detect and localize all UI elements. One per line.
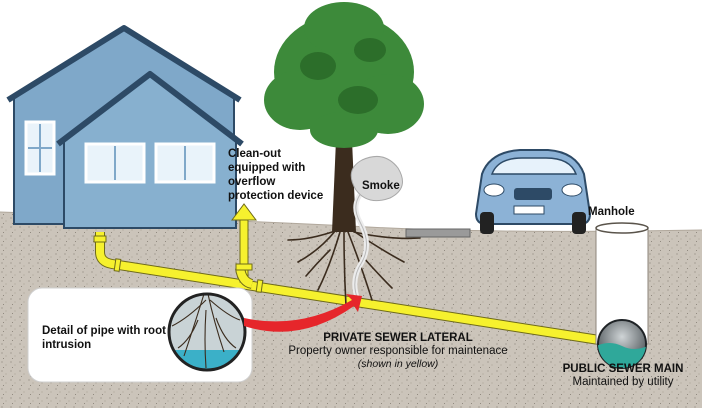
manhole — [595, 222, 649, 345]
curb-block — [405, 228, 471, 238]
lateral-description: Property owner responsible for maintenac… — [288, 345, 508, 357]
lateral-title: PRIVATE SEWER LATERAL — [323, 332, 473, 344]
cleanout-label: Clean-out equipped with overflow protect… — [228, 148, 324, 202]
detail-callout — [27, 287, 253, 383]
pipe-detail-magnifier — [167, 292, 247, 372]
callout-arrow — [244, 294, 362, 332]
sewer-main-label: PUBLIC SEWER MAIN Maintained by utility — [548, 363, 698, 389]
public-sewer-main — [597, 319, 647, 369]
lateral-note: (shown in yellow) — [357, 358, 439, 370]
private-sewer-lateral-pipe — [93, 232, 613, 347]
smoke-plume — [350, 155, 403, 303]
lateral-label: PRIVATE SEWER LATERAL Property owner res… — [268, 332, 528, 371]
smoke-label: Smoke — [362, 180, 400, 192]
sewer-main-title: PUBLIC SEWER MAIN — [562, 363, 684, 375]
manhole-label: Manhole — [588, 206, 635, 218]
sewer-main-description: Maintained by utility — [572, 376, 674, 388]
clean-out — [231, 203, 257, 289]
tree — [264, 2, 424, 307]
car — [474, 149, 592, 234]
detail-label: Detail of pipe with root intrusion — [42, 325, 166, 351]
house — [6, 25, 244, 229]
